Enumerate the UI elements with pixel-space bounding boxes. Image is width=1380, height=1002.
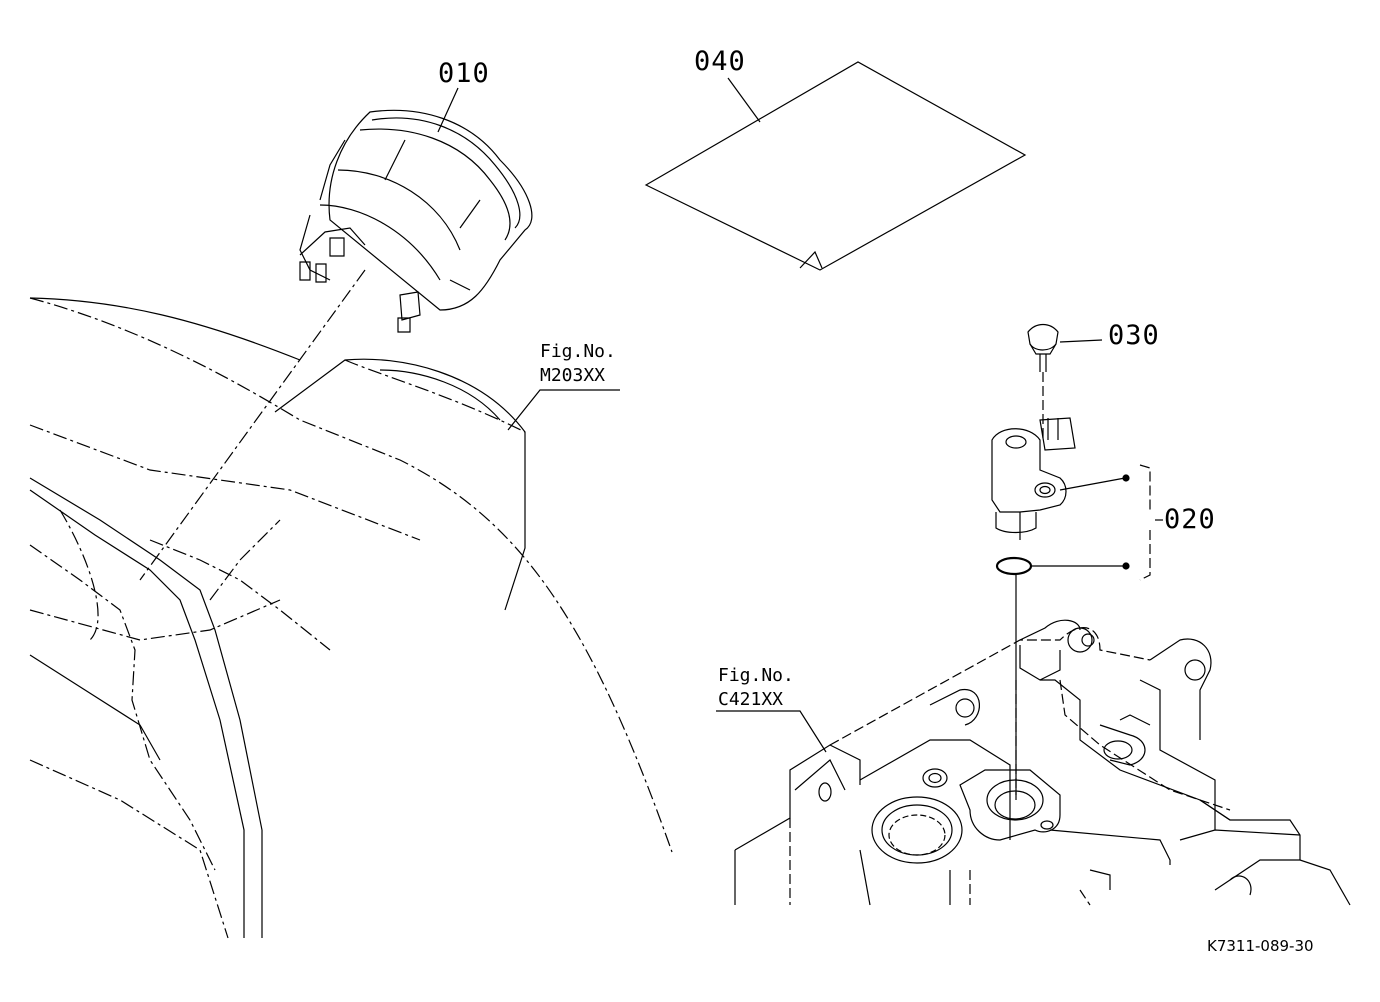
dashboard-panel — [30, 270, 672, 938]
case-drawing — [735, 620, 1350, 905]
part-label-030[interactable]: 030 — [1108, 320, 1160, 351]
leader-lines — [438, 78, 1163, 752]
figure-reference-case[interactable]: Fig.No. C421XX — [718, 664, 794, 712]
figure-reference-meter[interactable]: Fig.No. M203XX — [540, 340, 616, 388]
part-label-010[interactable]: 010 — [438, 58, 490, 89]
figure-reference-case-line2: C421XX — [718, 689, 784, 710]
part-label-020[interactable]: 020 — [1164, 504, 1216, 535]
figure-reference-meter-line2: M203XX — [540, 365, 606, 386]
figure-reference-case-line1: Fig.No. — [718, 665, 794, 686]
figure-reference-meter-line1: Fig.No. — [540, 341, 616, 362]
meter-010-drawing — [300, 110, 532, 332]
bolt-030-drawing — [1028, 325, 1058, 441]
part-label-040[interactable]: 040 — [694, 46, 746, 77]
sheet-040-drawing — [646, 62, 1025, 270]
drawing-code: K7311-089-30 — [1207, 937, 1314, 955]
